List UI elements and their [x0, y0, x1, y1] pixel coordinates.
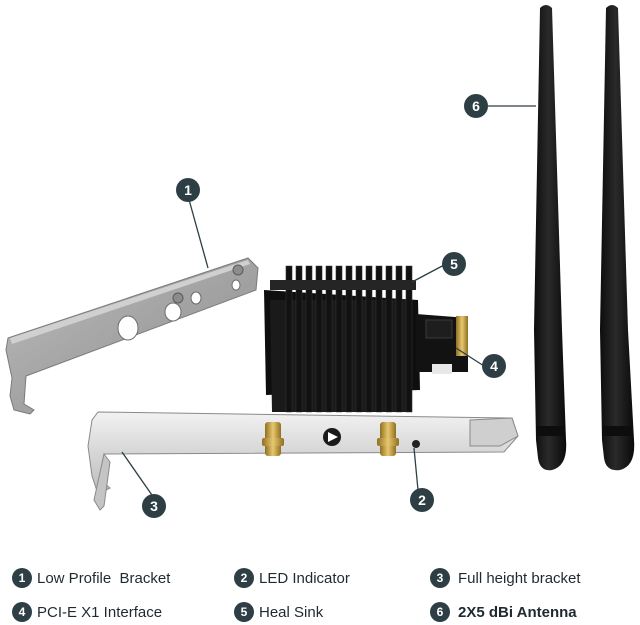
- legend-number: 5: [234, 602, 254, 622]
- antenna-connector-right: [377, 422, 399, 456]
- heat-sink: [270, 265, 416, 413]
- legend-number: 6: [430, 602, 450, 622]
- legend-item-1: 1 Low Profile Bracket: [12, 566, 170, 590]
- callout-5: 5: [442, 252, 466, 276]
- legend-label: PCI-E X1 Interface: [37, 603, 163, 621]
- legend-item-2: 2 LED Indicator: [234, 566, 350, 590]
- antenna-right: [600, 5, 635, 471]
- full-height-bracket: [87, 411, 519, 511]
- low-profile-bracket: [5, 257, 259, 415]
- led-indicator: [412, 440, 420, 448]
- legend-label: Full height bracket: [458, 569, 581, 587]
- antenna-connector-left: [262, 422, 284, 456]
- callout-6: 6: [464, 94, 488, 118]
- legend-item-4: 4 PCI-E X1 Interface: [12, 600, 162, 624]
- parts-legend: 1 Low Profile Bracket 2 LED Indicator 3 …: [0, 560, 640, 625]
- product-illustration: [5, 5, 635, 511]
- legend-item-3: 3 Full height bracket: [430, 566, 581, 590]
- callout-4: 4: [482, 354, 506, 378]
- callout-1: 1: [176, 178, 200, 202]
- legend-label: 2X5 dBi Antenna: [458, 603, 577, 621]
- legend-label: Low Profile Bracket: [37, 569, 171, 587]
- legend-number: 1: [12, 568, 32, 588]
- callout-3: 3: [142, 494, 166, 518]
- legend-number: 4: [12, 602, 32, 622]
- legend-number: 3: [430, 568, 450, 588]
- antenna-left: [534, 5, 567, 471]
- callout-2: 2: [410, 488, 434, 512]
- callout-leaders: [121, 105, 536, 499]
- legend-label: Heal Sink: [259, 603, 324, 621]
- legend-item-6: 6 2X5 dBi Antenna: [430, 600, 577, 624]
- legend-item-5: 5 Heal Sink: [234, 600, 323, 624]
- pcie-interface: [456, 316, 468, 356]
- legend-label: LED Indicator: [259, 569, 350, 587]
- legend-number: 2: [234, 568, 254, 588]
